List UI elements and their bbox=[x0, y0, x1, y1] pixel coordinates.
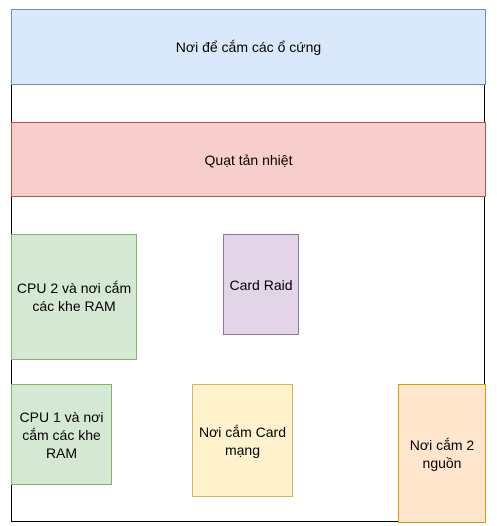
cooling-fans-label: Quạt tản nhiệt bbox=[204, 151, 293, 168]
drive-bay-label: Nơi để cắm các ổ cứng bbox=[175, 39, 322, 55]
drive-bay-block: Nơi để cắm các ổ cứng bbox=[11, 9, 486, 85]
raid-card-label: Card Raid bbox=[229, 276, 293, 293]
cpu1-ram-label: CPU 1 và nơi cắm các khe RAM bbox=[19, 408, 104, 461]
network-card-slot-block: Nơi cắm Card mạng bbox=[192, 384, 293, 497]
cooling-fans-block: Quạt tản nhiệt bbox=[11, 122, 486, 197]
power-supply-slot-block: Nơi cắm 2 nguồn bbox=[398, 384, 486, 523]
power-supply-slot-label: Nơi cắm 2 nguồn bbox=[409, 436, 475, 471]
cpu2-ram-label: CPU 2 và nơi cắm các khe RAM bbox=[16, 280, 132, 314]
network-card-slot-label: Nơi cắm Card mạng bbox=[199, 423, 286, 458]
cpu1-ram-block: CPU 1 và nơi cắm các khe RAM bbox=[11, 384, 112, 485]
raid-card-block: Card Raid bbox=[223, 234, 299, 335]
cpu2-ram-block: CPU 2 và nơi cắm các khe RAM bbox=[11, 234, 137, 360]
